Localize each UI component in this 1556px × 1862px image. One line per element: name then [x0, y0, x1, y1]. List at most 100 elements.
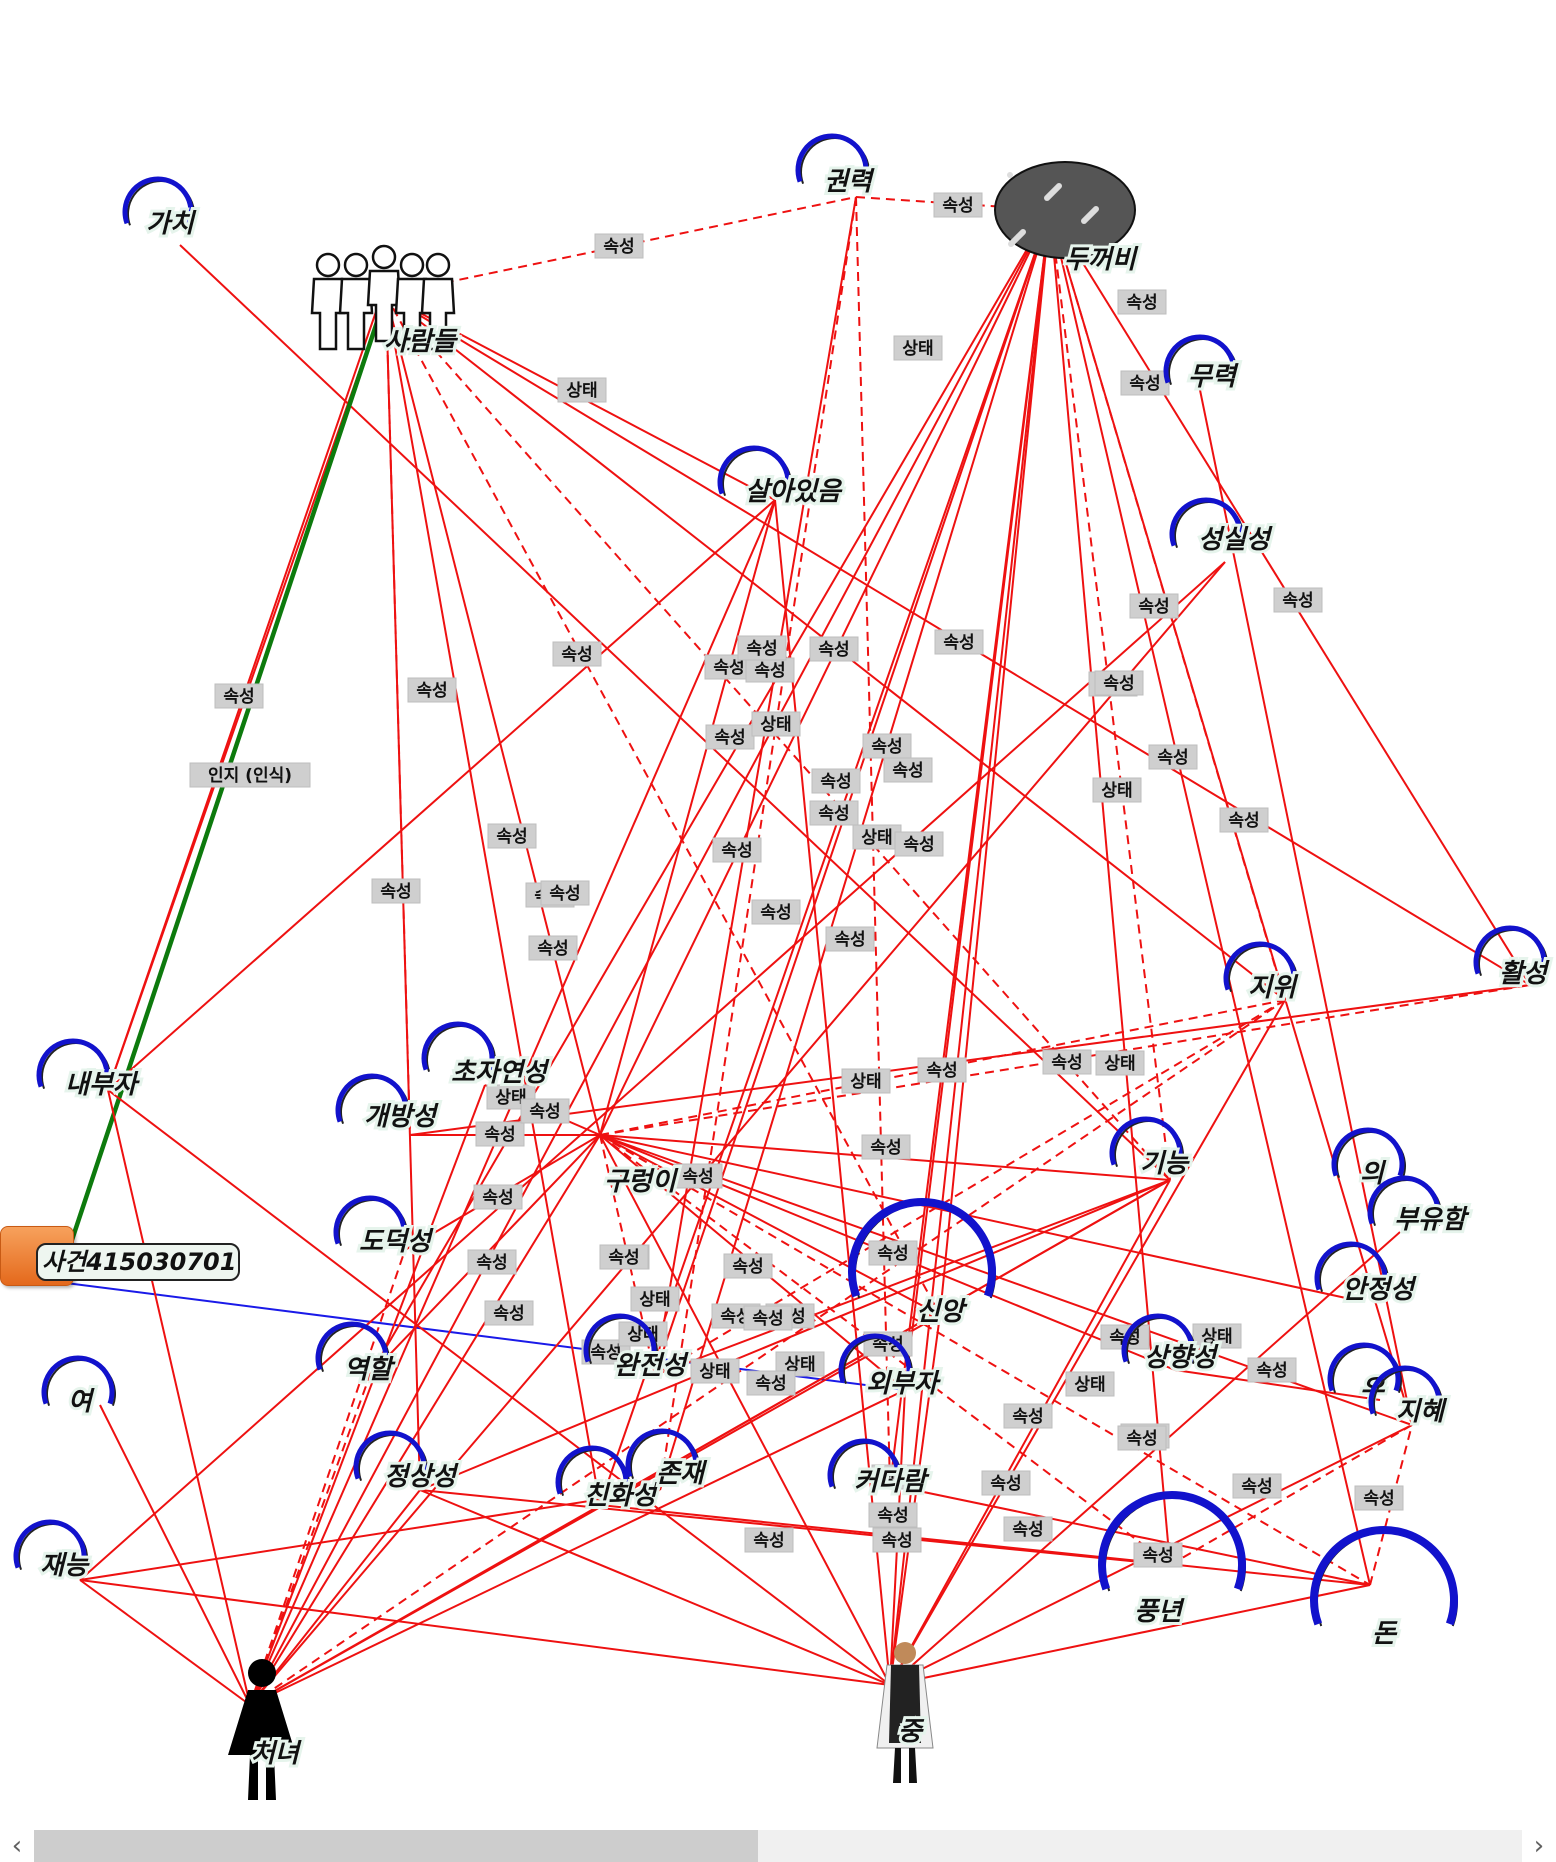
edge-hwalseong-gaebangseong: [409, 984, 1531, 1136]
node-gineung[interactable]: 기능: [1109, 1116, 1193, 1182]
node-label[interactable]: 친화성: [581, 1478, 662, 1514]
scrollbar-thumb[interactable]: [34, 1830, 758, 1862]
node-label[interactable]: 지위: [1245, 970, 1302, 1006]
edge-cheonyeo-yeo: [99, 1404, 251, 1706]
node-label[interactable]: 커다람: [851, 1464, 933, 1500]
node-jonjae[interactable]: 존재: [625, 1428, 711, 1492]
edge-label-box: [557, 377, 607, 403]
node-keodaram[interactable]: 커다람: [827, 1438, 933, 1500]
node-gachi[interactable]: 가치: [122, 176, 200, 242]
node-gaebangseong[interactable]: 개방성: [335, 1073, 442, 1135]
node-jaeneung[interactable]: 재능: [13, 1519, 93, 1584]
node-wanjeonseong[interactable]: 완전성: [583, 1313, 692, 1384]
node-label[interactable]: 안정성: [1339, 1272, 1420, 1308]
node-label[interactable]: 재능: [37, 1548, 93, 1584]
edge-dukkeobi-jung: [889, 209, 1051, 1686]
edge-label-box: [467, 1249, 517, 1275]
node-label[interactable]: 역할: [341, 1352, 399, 1388]
edge-label-text: 속성: [760, 903, 791, 923]
node-label[interactable]: 권력: [821, 164, 878, 200]
node-label[interactable]: 개방성: [361, 1099, 442, 1135]
node-oebuja[interactable]: 외부자: [838, 1333, 944, 1402]
node-anjeongseong[interactable]: 안정성: [1314, 1241, 1420, 1308]
node-label[interactable]: 활성: [1496, 956, 1553, 992]
node-label[interactable]: 내부자: [62, 1067, 143, 1103]
node-naebuja[interactable]: 내부자: [36, 1038, 143, 1103]
node-label[interactable]: 성실성: [1195, 522, 1276, 558]
node-label[interactable]: 정상성: [381, 1459, 462, 1495]
node-label[interactable]: 무력: [1185, 359, 1242, 395]
node-yeokhal[interactable]: 역할: [315, 1321, 399, 1388]
node-label[interactable]: 살아있음: [742, 474, 846, 510]
node-salaitsseum[interactable]: 살아있음: [717, 445, 846, 510]
node-label[interactable]: 도덕성: [356, 1224, 437, 1260]
node-gwonryeok[interactable]: 권력: [795, 133, 878, 200]
node-label[interactable]: 외부자: [863, 1366, 944, 1402]
scroll-left-arrow-icon[interactable]: ‹: [11, 1831, 23, 1861]
node-buyuham[interactable]: 부유함: [1367, 1175, 1473, 1238]
edge-label-box: [723, 1253, 773, 1279]
edge-cheonyeo-jaeneung: [79, 1579, 251, 1706]
horizontal-scrollbar[interactable]: ‹ ›: [0, 1830, 1556, 1862]
node-label[interactable]: 부유함: [1391, 1202, 1473, 1238]
edge-dukkeobi-cheonyeo: [249, 209, 1051, 1706]
edge-label: 속성: [825, 926, 875, 952]
node-label[interactable]: 존재: [653, 1456, 711, 1492]
node-label[interactable]: 여: [65, 1384, 98, 1420]
node-label[interactable]: 초자연성: [448, 1055, 553, 1091]
node-label[interactable]: 사람들: [381, 324, 462, 360]
edge-gureongi-anjeongseong: [599, 1134, 1356, 1301]
node-label[interactable]: 중: [895, 1714, 928, 1750]
node-dukkeobi[interactable]: 두꺼비: [994, 161, 1142, 278]
node-label[interactable]: 돈: [1369, 1616, 1401, 1652]
node-jung[interactable]: 중: [876, 1642, 934, 1783]
edge-label-box: [809, 800, 859, 826]
edge-label: 속성: [1117, 289, 1167, 315]
node-gureongi[interactable]: 구렁이: [601, 1164, 682, 1200]
node-label[interactable]: 가치: [143, 206, 200, 242]
node-ring-icon: [1163, 334, 1237, 384]
edge-label-text: 속성: [1012, 1520, 1043, 1540]
node-cheonyeo[interactable]: 처녀: [228, 1659, 305, 1800]
node-pungnyeon[interactable]: 풍년: [1098, 1491, 1246, 1630]
node-label[interactable]: 풍년: [1131, 1594, 1188, 1630]
edge-label-text: 속성: [603, 237, 634, 257]
node-saramdeul[interactable]: 사람들: [310, 244, 462, 360]
edge-layer: [55, 196, 1531, 1706]
node-yeo[interactable]: 여: [41, 1355, 116, 1420]
node-jeongsangseong[interactable]: 정상성: [353, 1430, 462, 1495]
node-chinhwaseong[interactable]: 친화성: [555, 1445, 662, 1514]
edge-label-text: 속성: [1138, 597, 1169, 617]
node-chojayeonseong[interactable]: 초자연성: [421, 1021, 553, 1091]
node-label[interactable]: 상향성: [1141, 1340, 1222, 1376]
node-label[interactable]: 완전성: [611, 1348, 692, 1384]
node-sinang[interactable]: 신앙: [848, 1198, 996, 1330]
scroll-right-arrow-icon[interactable]: ›: [1533, 1831, 1545, 1861]
edge-label: 상태: [1095, 1050, 1145, 1076]
toad-wart-icon: [1093, 206, 1099, 212]
node-hwalseong[interactable]: 활성: [1473, 925, 1553, 992]
node-don[interactable]: 돈: [1310, 1526, 1458, 1652]
node-label[interactable]: 두꺼비: [1061, 242, 1142, 278]
node-label[interactable]: 지혜: [1393, 1394, 1451, 1430]
node-jiwi[interactable]: 지위: [1223, 941, 1302, 1006]
person-head-icon: [425, 252, 451, 278]
node-jihye[interactable]: 지혜: [1368, 1365, 1451, 1430]
node-label[interactable]: 기능: [1137, 1146, 1193, 1182]
node-label[interactable]: 구렁이: [601, 1164, 682, 1200]
edge-label-box: [1247, 1357, 1297, 1383]
node-label[interactable]: 처녀: [248, 1736, 305, 1772]
node-dodeokseong[interactable]: 도덕성: [333, 1195, 437, 1260]
node-muryeok[interactable]: 무력: [1163, 334, 1242, 395]
edge-dukkeobi-don: [1049, 209, 1371, 1586]
edge-label-text: 속성: [903, 835, 934, 855]
edge-label: 속성: [934, 629, 984, 655]
node-ring-icon: [795, 133, 869, 183]
node-seongsilseong[interactable]: 성실성: [1169, 497, 1276, 558]
node-sanghyangseong[interactable]: 상향성: [1121, 1313, 1222, 1376]
edge-label-text: 속성: [752, 1309, 783, 1329]
edge-label-text: 속성: [1142, 1546, 1173, 1566]
node-label[interactable]: 신앙: [913, 1294, 971, 1330]
node-ui[interactable]: 의: [1331, 1127, 1406, 1192]
event-node-label[interactable]: 사건415030701: [36, 1243, 241, 1281]
